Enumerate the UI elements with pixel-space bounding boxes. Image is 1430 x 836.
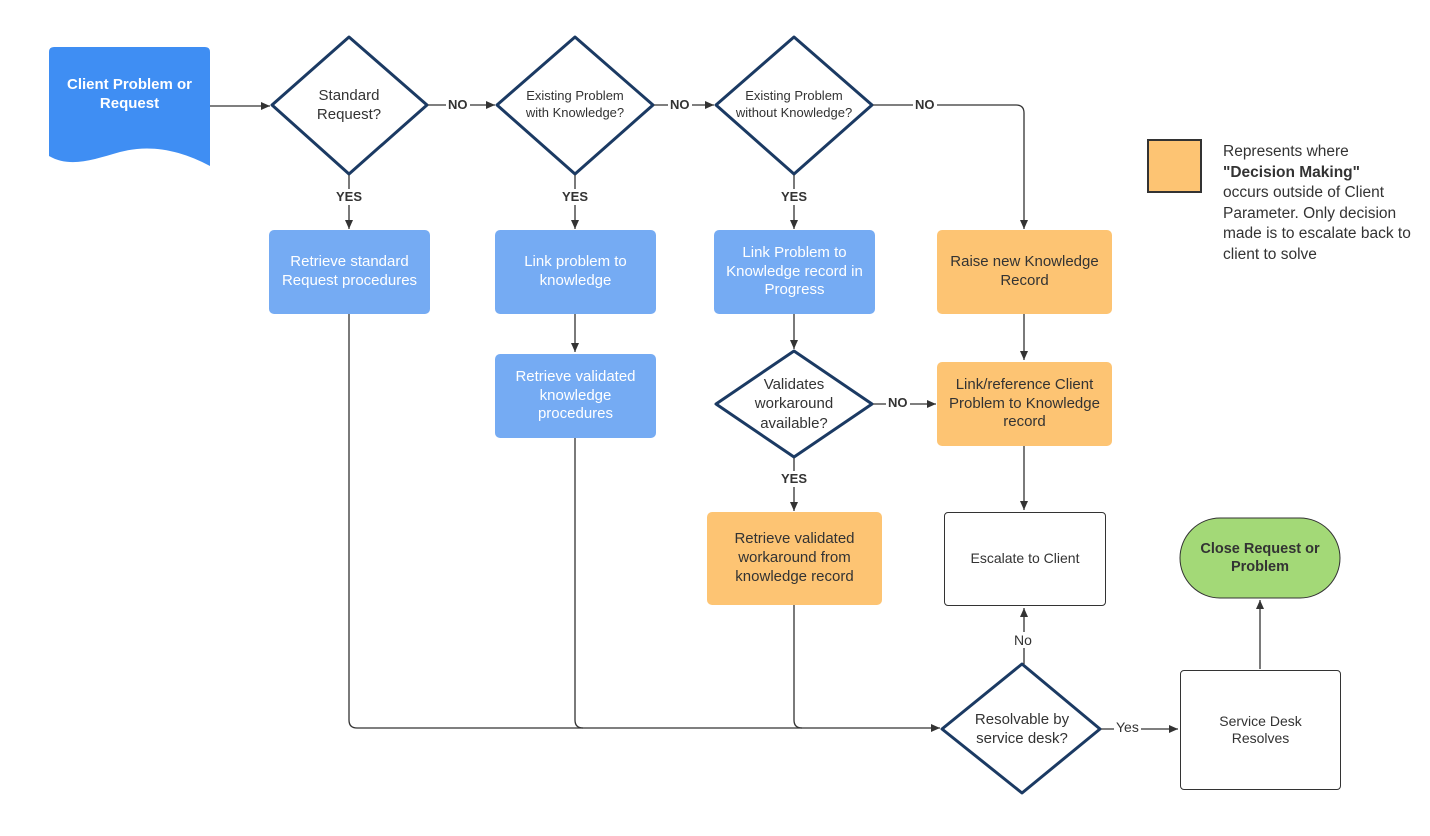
legend-line-1: Represents where xyxy=(1223,143,1349,160)
start-node: Client Problem or Request xyxy=(49,70,210,120)
retrieve-workaround-box: Retrieve validated workaround from knowl… xyxy=(707,512,882,605)
decision-validates-label: Validates workaround available? xyxy=(754,375,834,432)
service-desk-label: Service Desk Resolves xyxy=(1219,712,1302,747)
legend-line-3: occurs outside of Client Parameter. Only… xyxy=(1223,184,1411,263)
retrieve-standard-box: Retrieve standard Request procedures xyxy=(269,230,430,314)
edge-without-to-raise xyxy=(873,104,1028,229)
decision-standard: Standard Request? xyxy=(299,80,399,130)
edge-label-no-lower: No xyxy=(1012,632,1034,648)
edge-label-no-3: NO xyxy=(913,97,937,113)
edge-label-no-1: NO xyxy=(446,97,470,113)
edge-standard-path-to-resolvable xyxy=(348,314,940,732)
link-problem-label: Link problem to knowledge xyxy=(524,253,627,289)
decision-standard-diamond xyxy=(270,35,429,176)
decision-existing-without-diamond xyxy=(714,35,874,176)
edge-label-yes-lower: Yes xyxy=(1114,719,1141,735)
start-shape xyxy=(49,47,210,166)
start-label: Client Problem or Request xyxy=(66,76,193,112)
decision-existing-with-diamond xyxy=(495,35,655,176)
close-node: Close Request or Problem xyxy=(1180,518,1340,598)
raise-new-box: Raise new Knowledge Record xyxy=(937,230,1112,314)
edge-label-yes-3: YES xyxy=(779,189,810,205)
retrieve-workaround-label: Retrieve validated workaround from knowl… xyxy=(734,530,855,585)
raise-new-label: Raise new Knowledge Record xyxy=(950,253,1099,289)
legend-text: Represents where "Decision Making" occur… xyxy=(1223,142,1413,265)
link-problem-progress-box: Link Problem to Knowledge record in Prog… xyxy=(714,230,875,314)
retrieve-standard-label: Retrieve standard Request procedures xyxy=(281,253,418,289)
link-problem-box: Link problem to knowledge xyxy=(495,230,656,314)
decision-existing-with-label: Existing Problem with Knowledge? xyxy=(525,88,625,120)
decision-resolvable: Resolvable by service desk? xyxy=(962,706,1082,752)
decision-standard-label: Standard Request? xyxy=(316,86,382,124)
legend-swatch xyxy=(1147,139,1202,193)
edge-label-yes-1: YES xyxy=(334,189,365,205)
escalate-box: Escalate to Client xyxy=(944,512,1106,606)
escalate-label: Escalate to Client xyxy=(970,550,1080,567)
link-reference-box: Link/reference Client Problem to Knowled… xyxy=(937,362,1112,446)
decision-validates: Validates workaround available? xyxy=(746,372,842,436)
legend-emphasis: "Decision Making" xyxy=(1223,163,1361,181)
edge-label-no-2: NO xyxy=(668,97,692,113)
edge-validated-path-to-resolvable xyxy=(574,438,584,729)
close-shape xyxy=(1179,517,1341,599)
decision-resolvable-diamond xyxy=(940,662,1102,795)
decision-existing-without-label: Existing Problem without Knowledge? xyxy=(735,88,853,120)
link-problem-progress-label: Link Problem to Knowledge record in Prog… xyxy=(726,243,863,299)
retrieve-validated-label: Retrieve validated knowledge procedures xyxy=(515,367,636,423)
edge-label-no-4: NO xyxy=(886,395,910,411)
decision-existing-with: Existing Problem with Knowledge? xyxy=(515,82,635,128)
edge-label-yes-2: YES xyxy=(560,189,591,205)
decision-existing-without: Existing Problem without Knowledge? xyxy=(729,82,859,128)
link-reference-label: Link/reference Client Problem to Knowled… xyxy=(949,375,1100,431)
service-desk-box: Service Desk Resolves xyxy=(1180,670,1341,790)
close-label: Close Request or Problem xyxy=(1200,540,1320,575)
decision-resolvable-label: Resolvable by service desk? xyxy=(974,710,1070,748)
decision-validates-diamond xyxy=(714,349,874,459)
edge-label-yes-4: YES xyxy=(779,471,810,487)
retrieve-validated-box: Retrieve validated knowledge procedures xyxy=(495,354,656,438)
edge-workaround-path-to-resolvable xyxy=(793,605,803,729)
